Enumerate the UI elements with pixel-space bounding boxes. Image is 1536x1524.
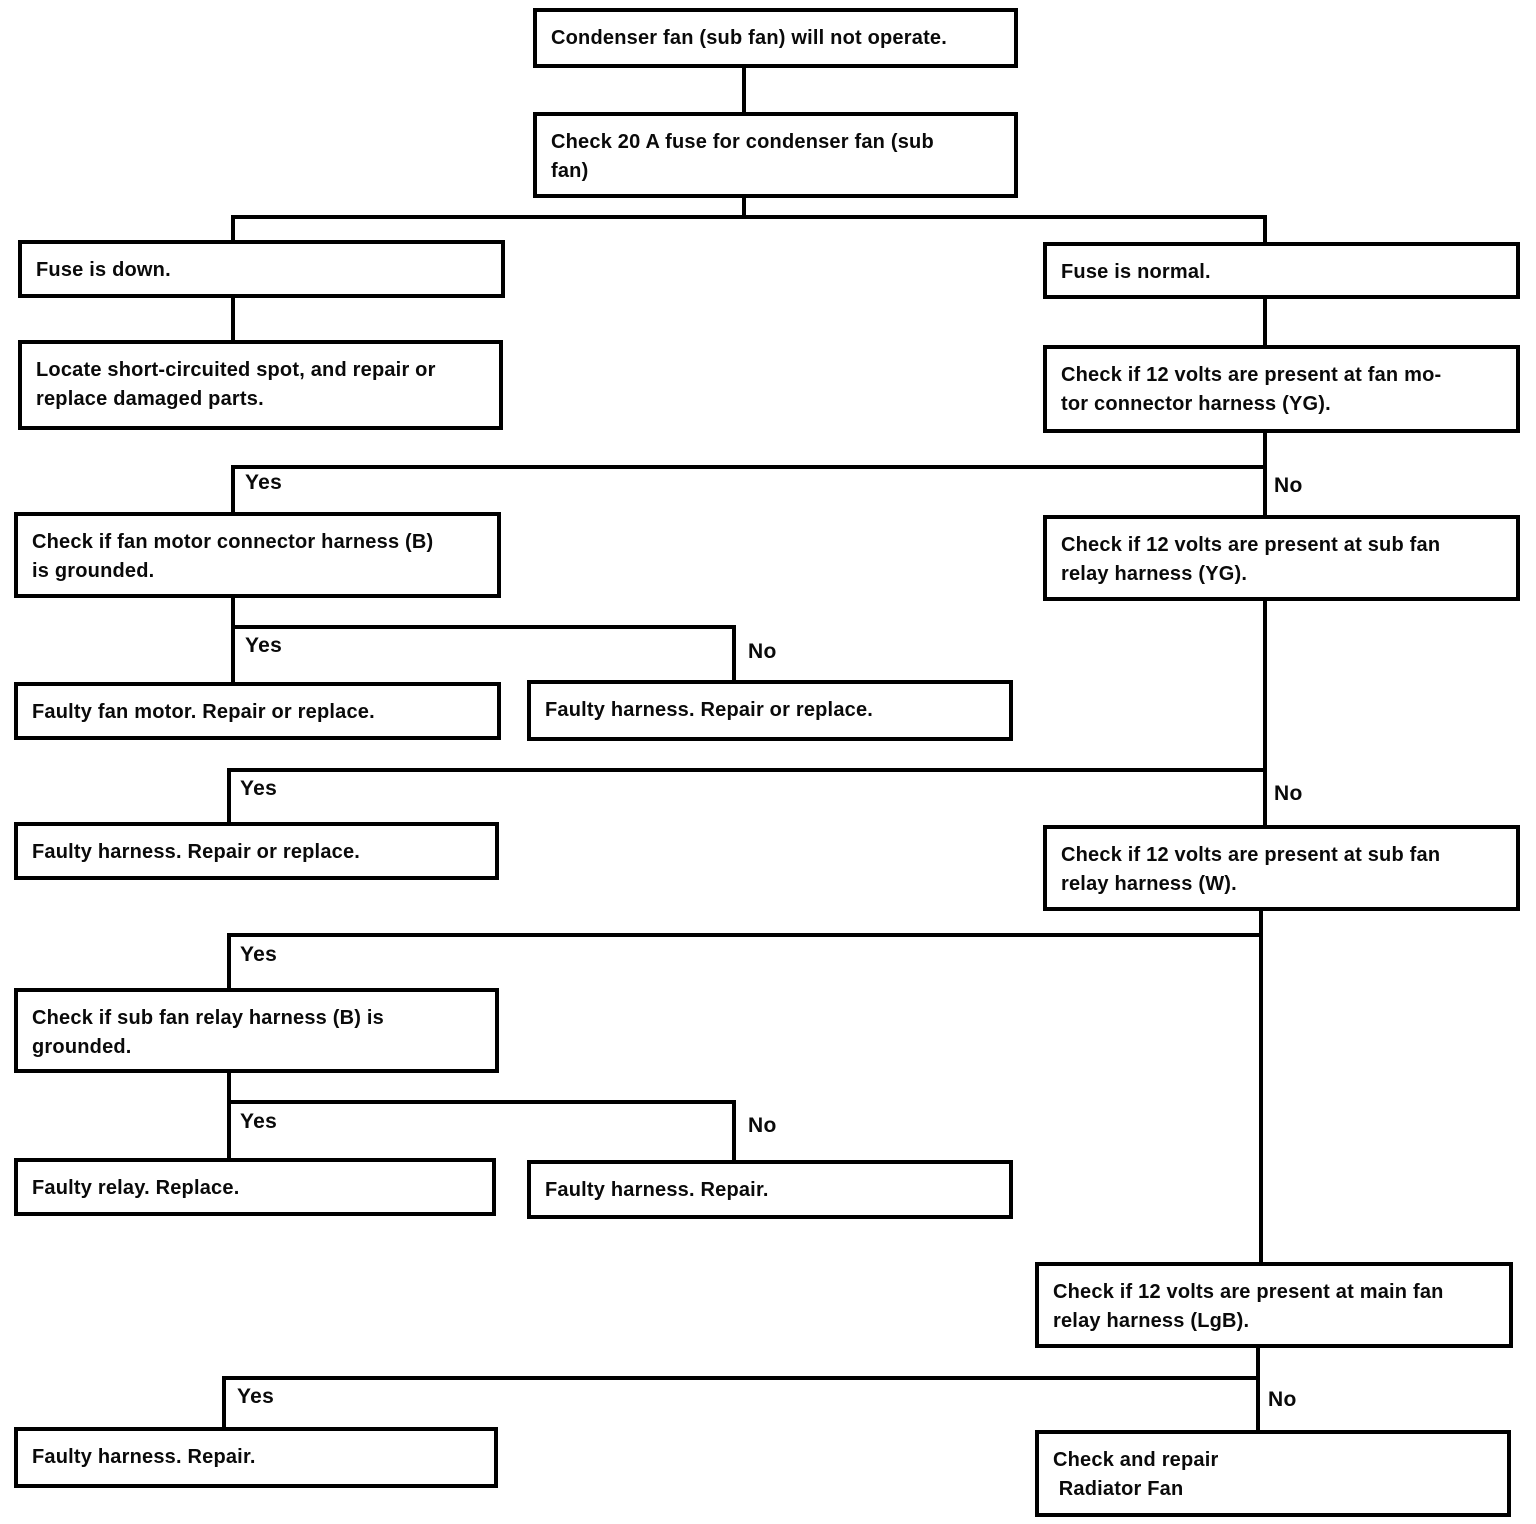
edge-label-no: No (748, 1114, 777, 1137)
node-check-repair-radiator-fan: Check and repair Radiator Fan (1035, 1430, 1511, 1517)
connector-vline (227, 1100, 231, 1158)
node-check-12v-fan-motor: Check if 12 volts are present at fan mo-… (1043, 345, 1520, 433)
edge-label-no: No (1268, 1388, 1297, 1411)
edge-label-no: No (1274, 782, 1303, 805)
node-fuse-down: Fuse is down. (18, 240, 505, 298)
connector-hline (227, 1100, 736, 1104)
connector-hline (231, 465, 1267, 469)
node-check-12v-sub-fan-relay-w: Check if 12 volts are present at sub fan… (1043, 825, 1520, 911)
node-check-12v-sub-fan-relay-yg: Check if 12 volts are present at sub fan… (1043, 515, 1520, 601)
node-check-12v-main-fan-relay: Check if 12 volts are present at main fa… (1035, 1262, 1513, 1348)
connector-vline (1263, 768, 1267, 825)
connector-vline (742, 198, 746, 217)
node-locate-short-circuit: Locate short-circuited spot, and repair … (18, 340, 503, 430)
connector-vline (1263, 299, 1267, 345)
connector-hline (231, 625, 736, 629)
edge-label-yes: Yes (240, 777, 278, 800)
connector-vline (231, 465, 235, 512)
connector-vline (227, 768, 231, 822)
node-check-sub-fan-relay-harness-grounded: Check if sub fan relay harness (B) is gr… (14, 988, 499, 1073)
connector-vline (231, 598, 235, 627)
connector-vline (231, 298, 235, 340)
connector-hline (222, 1376, 1260, 1380)
edge-label-yes: Yes (245, 634, 283, 657)
node-check-fuse: Check 20 A fuse for condenser fan (sub f… (533, 112, 1018, 198)
connector-vline (227, 933, 231, 988)
connector-vline (1263, 215, 1267, 242)
edge-label-yes: Yes (240, 1110, 278, 1133)
connector-vline (1256, 1348, 1260, 1380)
connector-vline (742, 68, 746, 112)
node-faulty-harness-repair-or-replace-no: Faulty harness. Repair or replace. (527, 680, 1013, 741)
connector-hline (227, 768, 1267, 772)
connector-vline (231, 215, 235, 240)
connector-hline (231, 215, 1267, 219)
node-faulty-relay: Faulty relay. Replace. (14, 1158, 496, 1216)
connector-hline (227, 933, 1263, 937)
connector-vline (227, 1073, 231, 1102)
node-faulty-harness-repair-or-replace-yes: Faulty harness. Repair or replace. (14, 822, 499, 880)
connector-vline (1263, 601, 1267, 772)
edge-label-yes: Yes (240, 943, 278, 966)
connector-vline (222, 1376, 226, 1427)
edge-label-no: No (748, 640, 777, 663)
node-faulty-harness-repair-yes: Faulty harness. Repair. (14, 1427, 498, 1488)
node-faulty-fan-motor: Faulty fan motor. Repair or replace. (14, 682, 501, 740)
edge-label-yes: Yes (237, 1385, 275, 1408)
connector-vline (1256, 1376, 1260, 1430)
connector-vline (1263, 433, 1267, 469)
connector-vline (1259, 933, 1263, 1265)
connector-vline (231, 625, 235, 682)
edge-label-yes: Yes (245, 471, 283, 494)
node-faulty-harness-repair-no: Faulty harness. Repair. (527, 1160, 1013, 1219)
connector-vline (1263, 465, 1267, 515)
node-fuse-normal: Fuse is normal. (1043, 242, 1520, 299)
connector-vline (732, 625, 736, 682)
connector-vline (1259, 911, 1263, 937)
connector-vline (732, 1100, 736, 1160)
node-root-symptom: Condenser fan (sub fan) will not operate… (533, 8, 1018, 68)
edge-label-no: No (1274, 474, 1303, 497)
node-check-fan-motor-harness-grounded: Check if fan motor connector harness (B)… (14, 512, 501, 598)
